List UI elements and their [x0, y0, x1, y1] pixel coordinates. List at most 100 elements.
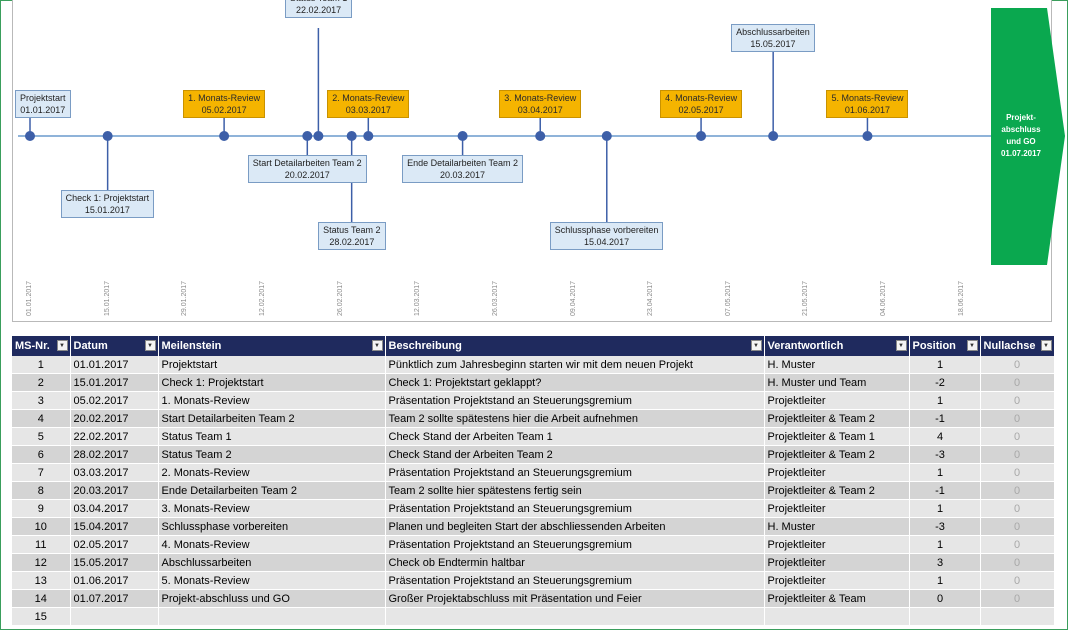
table-cell[interactable]: Projekt-abschluss und GO	[158, 589, 386, 608]
filter-dropdown-icon[interactable]: ▼	[966, 340, 978, 351]
table-cell[interactable]: 0	[980, 517, 1055, 536]
column-header[interactable]: Position▼	[909, 336, 981, 356]
table-cell[interactable]	[158, 607, 386, 626]
table-cell[interactable]: 15	[12, 607, 71, 626]
table-cell[interactable]: Projektstart	[158, 356, 386, 374]
table-cell[interactable]: 0	[980, 373, 1055, 392]
table-cell[interactable]: 3	[909, 553, 981, 572]
table-cell[interactable]: 0	[980, 463, 1055, 482]
table-cell[interactable]: 05.02.2017	[70, 391, 159, 410]
filter-dropdown-icon[interactable]: ▼	[1040, 340, 1052, 351]
filter-dropdown-icon[interactable]: ▼	[750, 340, 762, 351]
timeline-chart[interactable]: Projekt- abschluss und GO 01.07.2017 01.…	[12, 0, 1065, 322]
table-cell[interactable]: 2. Monats-Review	[158, 463, 386, 482]
milestone-point[interactable]	[363, 131, 374, 141]
milestone-label[interactable]: Status Team 122.02.2017	[284, 0, 353, 18]
milestone-point[interactable]	[535, 131, 546, 141]
milestone-point[interactable]	[862, 131, 873, 141]
table-cell[interactable]: -1	[909, 481, 981, 500]
table-cell[interactable]: Planen und begleiten Start der abschlies…	[385, 517, 765, 536]
milestone-point[interactable]	[346, 131, 357, 141]
table-cell[interactable]: -3	[909, 445, 981, 464]
table-cell[interactable]: Projektleiter	[764, 463, 910, 482]
table-cell[interactable]: 0	[980, 409, 1055, 428]
table-cell[interactable]: Projektleiter	[764, 535, 910, 554]
table-cell[interactable]	[385, 607, 765, 626]
table-cell[interactable]: 22.02.2017	[70, 427, 159, 446]
table-cell[interactable]: 1	[909, 391, 981, 410]
milestone-point[interactable]	[302, 131, 313, 141]
table-cell[interactable]: 1	[909, 463, 981, 482]
table-cell[interactable]: H. Muster	[764, 517, 910, 536]
table-cell[interactable]: 0	[980, 427, 1055, 446]
table-cell[interactable]: 03.04.2017	[70, 499, 159, 518]
table-cell[interactable]: 01.06.2017	[70, 571, 159, 590]
table-cell[interactable]: 02.05.2017	[70, 535, 159, 554]
table-cell[interactable]: 1. Monats-Review	[158, 391, 386, 410]
table-cell[interactable]: Großer Projektabschluss mit Präsentation…	[385, 589, 765, 608]
table-cell[interactable]: -2	[909, 373, 981, 392]
table-cell[interactable]: 5. Monats-Review	[158, 571, 386, 590]
table-cell[interactable]: 0	[980, 571, 1055, 590]
table-cell[interactable]: 03.03.2017	[70, 463, 159, 482]
table-cell[interactable]: Präsentation Projektstand an Steuerungsg…	[385, 571, 765, 590]
table-cell[interactable]: 4	[12, 409, 71, 428]
milestone-point[interactable]	[457, 131, 468, 141]
table-cell[interactable]: 14	[12, 589, 71, 608]
column-header[interactable]: Meilenstein▼	[158, 336, 386, 356]
table-cell[interactable]: 9	[12, 499, 71, 518]
table-cell[interactable]: 12	[12, 553, 71, 572]
filter-dropdown-icon[interactable]: ▼	[371, 340, 383, 351]
table-cell[interactable]: 2	[12, 373, 71, 392]
column-header[interactable]: MS-Nr.▼	[12, 336, 71, 356]
table-cell[interactable]: 13	[12, 571, 71, 590]
table-cell[interactable]: 7	[12, 463, 71, 482]
table-cell[interactable]: 0	[980, 589, 1055, 608]
table-cell[interactable]: 15.05.2017	[70, 553, 159, 572]
milestone-point[interactable]	[219, 131, 230, 141]
filter-dropdown-icon[interactable]: ▼	[895, 340, 907, 351]
table-cell[interactable]: Projektleiter	[764, 553, 910, 572]
table-cell[interactable]: 0	[980, 445, 1055, 464]
table-cell[interactable]: Präsentation Projektstand an Steuerungsg…	[385, 463, 765, 482]
filter-dropdown-icon[interactable]: ▼	[56, 340, 68, 351]
table-cell[interactable]: Projektleiter	[764, 391, 910, 410]
table-cell[interactable]: 0	[980, 481, 1055, 500]
table-cell[interactable]: Projektleiter & Team	[764, 589, 910, 608]
table-cell[interactable]: 0	[980, 535, 1055, 554]
table-cell[interactable]: 8	[12, 481, 71, 500]
table-cell[interactable]: 6	[12, 445, 71, 464]
column-header[interactable]: Nullachse▼	[980, 336, 1055, 356]
table-cell[interactable]: Projektleiter & Team 2	[764, 409, 910, 428]
milestone-point[interactable]	[313, 131, 324, 141]
table-cell[interactable]: Check Stand der Arbeiten Team 2	[385, 445, 765, 464]
table-cell[interactable]: 1	[909, 571, 981, 590]
table-cell[interactable]: -3	[909, 517, 981, 536]
table-cell[interactable]	[980, 607, 1055, 626]
table-cell[interactable]: Schlussphase vorbereiten	[158, 517, 386, 536]
table-cell[interactable]: 0	[980, 391, 1055, 410]
table-cell[interactable]: 0	[980, 553, 1055, 572]
milestone-point[interactable]	[696, 131, 707, 141]
table-cell[interactable]: Projektleiter	[764, 571, 910, 590]
milestone-point[interactable]	[601, 131, 612, 141]
table-cell[interactable]: 20.03.2017	[70, 481, 159, 500]
table-cell[interactable]: 4	[909, 427, 981, 446]
